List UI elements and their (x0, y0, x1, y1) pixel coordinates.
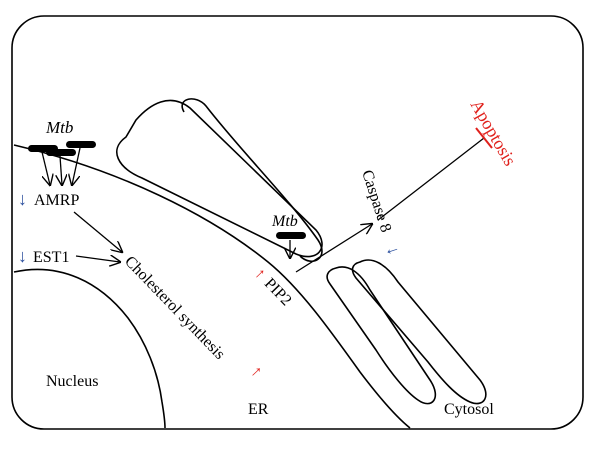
mtb-bacterium (276, 232, 306, 239)
amrp-down-arrow: ↓ (18, 189, 27, 209)
cell-frame (11, 15, 584, 430)
arrow-mtb-amrp-3 (72, 147, 81, 185)
nucleus-label: Nucleus (46, 373, 98, 390)
arrow-mtb-amrp-1 (41, 151, 50, 185)
arrow-pip2-caspase8 (295, 224, 372, 273)
mtb-top-label: Mtb (45, 118, 73, 137)
arrow-amrp-cholesterol (73, 211, 122, 252)
er-label: ER (248, 401, 269, 418)
caspase8-label: Caspase 8 (358, 168, 394, 235)
cholesterol-up-arrow: ↑ (247, 362, 267, 381)
arrow-est1-cholesterol (75, 256, 120, 262)
er-cisterna-3b (351, 259, 487, 405)
er-cisterna-3a (326, 266, 436, 405)
cholesterol-label: Cholesterol synthesis (121, 253, 228, 363)
inhibit-bar (475, 127, 493, 149)
est1-label: EST1 (33, 249, 69, 266)
amrp-label: AMRP (34, 192, 79, 209)
apoptosis-label: Apoptosis (467, 96, 521, 169)
mtb-bacterium (46, 149, 76, 156)
arrow-mtb-amrp-2 (60, 155, 62, 185)
est1-down-arrow: ↓ (18, 246, 27, 266)
caspase8-down-arrow: ↓ (383, 243, 404, 257)
mtb-bacterium (66, 141, 96, 148)
cytosol-label: Cytosol (444, 401, 494, 418)
pip2-label: PIP2 (261, 275, 295, 309)
er-membrane (13, 144, 411, 429)
inhibit-caspase-apoptosis (377, 137, 485, 221)
nucleus-membrane (13, 268, 166, 429)
mtb-mid-label: Mtb (271, 213, 298, 230)
er-cisterna-1 (116, 99, 323, 258)
pip2-up-arrow: ↑ (251, 265, 269, 283)
